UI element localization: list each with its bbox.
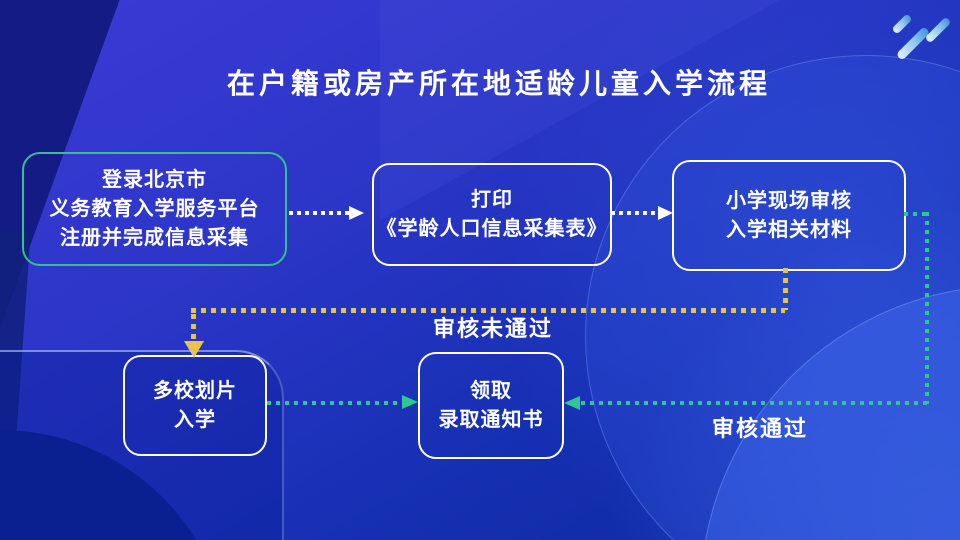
edge-label-pass: 审核通过 — [712, 416, 809, 441]
arrowhead-right-icon — [658, 206, 673, 220]
node-login-platform: 登录北京市 义务教育入学服务平台 注册并完成信息采集 — [22, 152, 287, 266]
node-onsite-review: 小学现场审核 入学相关材料 — [672, 160, 906, 271]
node-line: 《学龄人口信息采集表》 — [376, 217, 608, 240]
node-admission-notice: 领取 录取通知书 — [418, 352, 564, 459]
slash-icon — [895, 26, 931, 61]
node-line: 入学 — [174, 408, 216, 431]
bg-strip-left — [0, 228, 31, 482]
arrowhead-left-icon — [564, 396, 580, 410]
edge-review-fail-down — [783, 268, 788, 310]
slash-icon — [891, 13, 913, 35]
node-line: 多校划片 — [153, 379, 237, 402]
node-multi-school: 多校划片 入学 — [123, 355, 267, 456]
node-line: 录取通知书 — [438, 408, 544, 431]
edge-label-fail: 审核未通过 — [433, 316, 554, 341]
edge-review-fail-across — [191, 308, 785, 313]
arrowhead-right-icon — [349, 206, 364, 220]
edge-review-pass-across — [581, 401, 927, 405]
arrowhead-right-icon — [402, 395, 418, 409]
node-line: 小学现场审核 — [726, 189, 852, 212]
edge-login-to-print — [289, 211, 349, 215]
node-line: 入学相关材料 — [726, 218, 852, 241]
edge-review-pass-out — [904, 212, 928, 216]
node-print-form: 打印 《学龄人口信息采集表》 — [372, 163, 612, 266]
edge-review-fail-into-multi — [191, 314, 196, 342]
edge-multi-to-notice — [267, 401, 403, 405]
node-line: 打印 — [471, 188, 513, 211]
edge-review-pass-down — [925, 212, 929, 404]
brand-logo — [885, 8, 953, 66]
node-line: 注册并完成信息采集 — [60, 226, 249, 249]
edge-print-to-review — [611, 211, 659, 215]
node-line: 领取 — [470, 379, 512, 402]
slash-icon — [924, 16, 952, 44]
node-line: 登录北京市 — [102, 168, 207, 191]
node-line: 义务教育入学服务平台 — [49, 197, 260, 220]
arrowhead-down-icon — [184, 341, 204, 358]
bg-circle-right — [585, 55, 960, 540]
page-title: 在户籍或房产所在地适龄儿童入学流程 — [226, 68, 771, 99]
